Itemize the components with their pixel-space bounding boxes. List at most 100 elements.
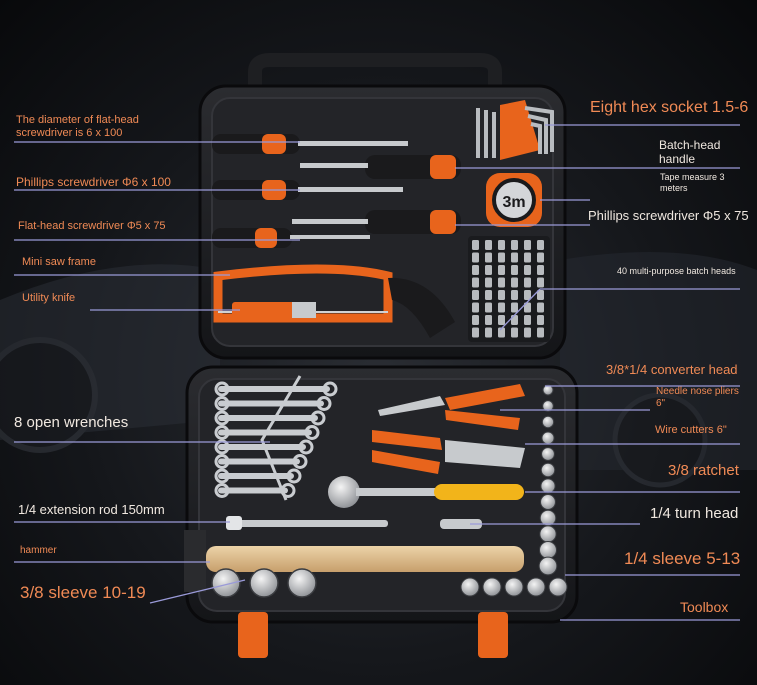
bit — [472, 327, 479, 338]
wrench-ring — [214, 483, 230, 498]
bit — [498, 252, 505, 263]
socket-1-4 — [539, 525, 557, 543]
socket-1-4-row — [504, 577, 524, 597]
label-converter-head: 3/8*1/4 converter head — [606, 362, 738, 377]
wrench-ring — [214, 381, 230, 397]
bit — [485, 302, 492, 313]
label-hex-socket: Eight hex socket 1.5-6 — [590, 99, 749, 116]
bit — [498, 290, 505, 300]
label-batch-heads: 40 multi-purpose batch heads — [617, 266, 736, 276]
socket-3-8 — [211, 568, 241, 598]
wrench — [218, 487, 288, 494]
bit — [485, 252, 492, 263]
label-phillips-6x100: Phillips screwdriver Φ6 x 100 — [16, 175, 171, 189]
wrench-jaw — [286, 468, 302, 484]
wrench-ring — [214, 439, 230, 455]
label-sleeve-3-8: 3/8 sleeve 10-19 — [20, 583, 146, 602]
open-wrench-set — [214, 375, 338, 501]
bit — [511, 252, 518, 263]
turn-head — [440, 519, 482, 529]
bit — [537, 302, 544, 313]
bit — [498, 327, 505, 338]
bit — [485, 327, 492, 338]
label-utility-knife: Utility knife — [22, 292, 76, 304]
socket-1-4 — [541, 431, 555, 445]
label-tape-measure: Tape measure 3 meters — [660, 172, 725, 193]
label-extension-rod: 1/4 extension rod 150mm — [18, 502, 165, 517]
bit — [511, 315, 518, 325]
label-needle-nose-pliers: Needle nose pliers 6" — [656, 386, 739, 409]
bit — [485, 240, 492, 250]
bit — [537, 265, 544, 275]
bit — [511, 302, 518, 313]
label-open-wrenches: 8 open wrenches — [14, 414, 129, 431]
bit — [511, 240, 518, 250]
car-background — [0, 252, 757, 488]
socket-1-4 — [540, 494, 556, 510]
extension-rod — [226, 516, 388, 530]
socket-set — [211, 384, 568, 598]
wrench-ring — [214, 396, 230, 411]
label-phillips-5x75: Phillips screwdriver Φ5 x 75 — [588, 208, 749, 223]
label-batch-head-handle: Batch-head handle — [659, 138, 721, 167]
screwdriver-flat-6x100 — [212, 134, 408, 154]
socket-3-8 — [287, 568, 317, 598]
wrench-jaw — [298, 439, 314, 455]
wrench — [218, 386, 330, 392]
bit — [472, 252, 479, 263]
bit — [472, 302, 479, 313]
socket-1-4 — [542, 400, 554, 412]
label-wire-cutters: Wire cutters 6" — [655, 424, 727, 436]
wrench-jaw — [316, 396, 332, 411]
bit — [511, 327, 518, 338]
bit — [498, 277, 505, 288]
batch-head-bits — [468, 236, 550, 342]
label-hammer: hammer — [20, 545, 57, 556]
socket-1-4-row — [460, 577, 480, 597]
socket-1-4-row — [548, 577, 568, 597]
case-latches — [238, 612, 508, 658]
bit — [511, 277, 518, 288]
utility-knife — [232, 302, 316, 318]
bit — [524, 315, 531, 325]
screwdriver-flat-5x75 — [212, 228, 370, 248]
wrench — [218, 415, 318, 421]
screwdriver-phillips-5x75 — [292, 210, 461, 234]
bit — [524, 265, 531, 275]
wrench-ring — [214, 410, 230, 426]
bit — [524, 302, 531, 313]
label-flat-screwdriver-6x100: The diameter of flat-head screwdriver is… — [16, 114, 139, 140]
needle-nose-pliers — [378, 384, 525, 430]
bit — [524, 240, 531, 250]
socket-1-4 — [540, 478, 556, 494]
bit — [485, 265, 492, 275]
bit — [472, 240, 479, 250]
ratchet — [328, 476, 524, 508]
wrench-jaw — [322, 381, 338, 397]
bit — [485, 277, 492, 288]
bit — [498, 265, 505, 275]
socket-1-4-row — [526, 577, 546, 597]
bit — [537, 277, 544, 288]
hex-key-set — [476, 100, 554, 160]
bit — [498, 315, 505, 325]
bit — [485, 315, 492, 325]
socket-1-4 — [541, 447, 555, 461]
bit — [498, 240, 505, 250]
label-mini-saw-frame: Mini saw frame — [22, 256, 96, 268]
bit — [472, 265, 479, 275]
wrench-ring — [214, 454, 230, 469]
label-sleeve-1-4: 1/4 sleeve 5-13 — [624, 549, 741, 568]
bit — [472, 277, 479, 288]
socket-1-4-row — [482, 577, 502, 597]
bit — [511, 265, 518, 275]
socket-1-4 — [540, 462, 556, 478]
label-ratchet: 3/8 ratchet — [668, 462, 739, 479]
label-turn-head: 1/4 turn head — [650, 505, 739, 522]
bit — [524, 290, 531, 300]
wrench — [218, 444, 306, 450]
tape-measure: 3m — [486, 173, 542, 227]
socket-1-4 — [538, 556, 558, 576]
wrench-jaw — [292, 454, 308, 469]
